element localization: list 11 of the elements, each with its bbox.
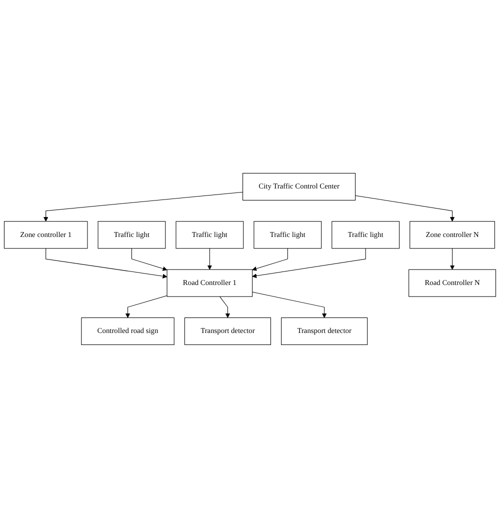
arrow: [252, 248, 366, 278]
arrow: [131, 248, 168, 270]
arrow: [355, 194, 455, 222]
arrow: [252, 248, 288, 270]
arrow: [44, 191, 244, 222]
arrow: [46, 248, 168, 278]
arrow: [207, 248, 212, 270]
arrow: [450, 248, 455, 270]
arrow: [220, 296, 230, 318]
arrow: [252, 291, 327, 318]
arrow: [125, 294, 168, 318]
